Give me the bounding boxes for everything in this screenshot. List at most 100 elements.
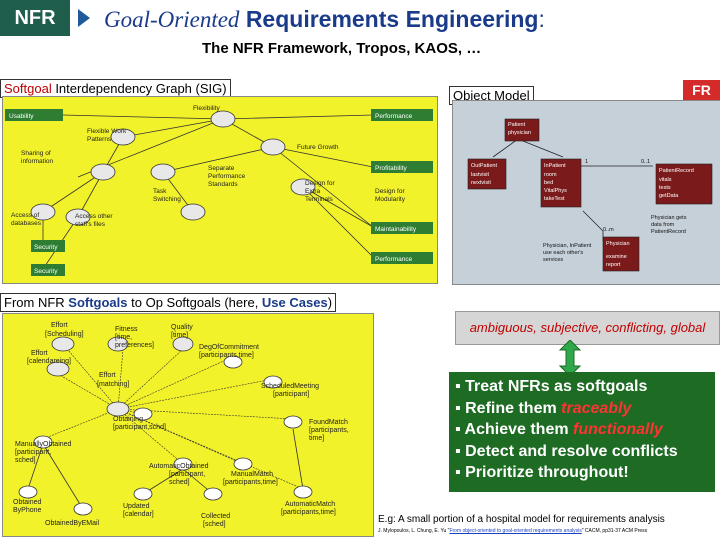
- sig-node-sharing: Sharing of: [21, 150, 51, 157]
- om-attr-report: report: [606, 262, 621, 268]
- sig-node-design-extra-3: Terminals: [305, 196, 334, 203]
- footnote: E.g: A small portion of a hospital model…: [378, 514, 665, 525]
- uc-node-manmatch-2: [participants,time]: [223, 479, 278, 486]
- uc-node-collected-1: Collected: [201, 513, 230, 520]
- bullet-icon: ▪: [455, 378, 461, 395]
- nfr-badge: NFR: [0, 0, 70, 36]
- om-note2-l1: Physician, InPatient: [543, 243, 592, 249]
- om-attr-physician: physician: [508, 130, 531, 136]
- uc-node-effort-match-1: Effort: [99, 372, 116, 379]
- sig-node-separate: Separate: [208, 165, 235, 172]
- uc-node-manmatch-1: ManualMatch: [231, 471, 273, 478]
- sig-node-performance-std: Performance: [208, 173, 246, 180]
- om-note1-l3: PatientRecord: [651, 229, 686, 235]
- om-attr-examine: examine: [606, 254, 627, 260]
- om-attr-vitalphys: VitalPhys: [544, 188, 567, 194]
- page-subtitle: The NFR Framework, Tropos, KAOS, …: [202, 40, 482, 57]
- sig-svg: Usability Performance Profitability Main…: [5, 105, 433, 276]
- uc-node-foundmatch-3: time]: [309, 435, 324, 442]
- usecase-label-e: ): [327, 295, 333, 310]
- bullet-icon: ▪: [455, 464, 461, 481]
- sig-node-standards: Standards: [208, 181, 238, 188]
- sig-label-rest: Interdependency Graph (SIG): [51, 81, 227, 96]
- uc-node-obtaining-1: Obtaining: [113, 416, 143, 423]
- sig-node-future-growth: Future Growth: [297, 144, 339, 151]
- uc-node-schedmeet-2: [participant]: [273, 391, 309, 398]
- om-mult-0m: 0..m: [603, 227, 614, 233]
- om-class-inpatient: InPatient: [544, 163, 566, 169]
- sig-node-task: Task: [153, 188, 167, 195]
- usecase-label-c: to Op Softgoals (here,: [127, 295, 262, 310]
- uc-node-effort-sched-1: Effort: [51, 322, 68, 329]
- om-attr-nextvisit: nextvisit: [471, 180, 491, 186]
- sig-node-flexible-work: Flexible Work: [87, 128, 127, 135]
- object-model-svg: Patient physician OutPatient lastvisit n…: [467, 118, 713, 272]
- sig-node-patterns: Patterns: [87, 136, 112, 143]
- fr-badge: FR: [683, 80, 720, 100]
- page-title: Goal-Oriented Requirements Engineering:: [104, 6, 545, 33]
- uc-node-byphone-2: ByPhone: [13, 507, 42, 514]
- sig-node-design-extra-2: Extra: [305, 188, 321, 195]
- om-attr-vitals: vitals: [659, 177, 672, 183]
- uc-node-automatch-1: AutomaticMatch: [285, 501, 335, 508]
- usecase-label: From NFR Softgoals to Op Softgoals (here…: [0, 293, 337, 312]
- uc-node-effort-cal-1: Effort: [31, 350, 48, 357]
- sig-label: Softgoal Interdependency Graph (SIG): [0, 79, 231, 98]
- uc-node-foundmatch-1: FoundMatch: [309, 419, 348, 426]
- uc-node-foundmatch-2: [participants,: [309, 427, 349, 434]
- title-colon: :: [538, 6, 545, 32]
- usecase-diagram: Effort [Scheduling] Fitness [time, prefe…: [2, 313, 374, 537]
- uc-node-updated-2: [calendar]: [123, 511, 154, 518]
- bullet-icon: ▪: [455, 442, 461, 460]
- sig-node-access-db-2: databases: [11, 220, 42, 227]
- sig-node-security: Security: [34, 244, 58, 251]
- om-note1-l1: Physician gets: [651, 215, 687, 221]
- uc-node-quality-1: Quality: [171, 324, 193, 331]
- om-class-patientrecord: PatientRecord: [659, 168, 694, 174]
- om-attr-tests: tests: [659, 185, 671, 191]
- sig-node-security-2: Security: [34, 268, 58, 275]
- usecase-svg: Effort [Scheduling] Fitness [time, prefe…: [13, 322, 349, 528]
- uc-node-quality-2: [time]: [171, 332, 188, 339]
- title-bold: Requirements Engineering: [245, 6, 539, 32]
- sig-node-usability: Usability: [9, 113, 34, 120]
- om-attr-lastvisit: lastvisit: [471, 172, 490, 178]
- uc-node-fitness-3: preferences]: [115, 342, 154, 349]
- om-attr-room: room: [544, 172, 557, 178]
- uc-node-manobt-2: [participant,: [15, 449, 51, 456]
- uc-node-obtaining-2: [participant,schd]: [113, 424, 166, 431]
- uc-node-manobt-1: ManuallyObtained: [15, 441, 72, 448]
- bullet-icon: ▪: [455, 421, 461, 438]
- highlight-traceably: traceably: [561, 399, 632, 417]
- uc-node-autoobt-3: sched]: [169, 479, 190, 486]
- usecase-label-a: From NFR: [4, 295, 69, 310]
- uc-node-effort-match-2: [matching]: [97, 381, 129, 388]
- om-attr-getdata: getData: [659, 193, 679, 199]
- sig-node-access-other-1: Access other: [75, 213, 113, 220]
- list-item: ▪ Detect and resolve conflicts: [455, 442, 678, 460]
- sig-node-flexibility: Flexibility: [193, 105, 220, 112]
- uc-node-updated-1: Updated: [123, 503, 150, 510]
- list-item: ▪ Refine them traceably: [455, 399, 632, 417]
- citation-link[interactable]: From object-oriented to goal-oriented re…: [449, 528, 582, 534]
- uc-node-collected-2: [sched]: [203, 521, 226, 528]
- sig-diagram: Usability Performance Profitability Main…: [2, 96, 438, 284]
- uc-node-manobt-3: sched]: [15, 457, 36, 464]
- uc-node-fitness-2: [time,: [115, 334, 132, 341]
- usecase-label-d: Use Cases: [261, 295, 328, 310]
- om-note2-l2: use each other's: [543, 250, 583, 256]
- uc-node-fitness-1: Fitness: [115, 326, 138, 333]
- sig-node-performance: Performance: [375, 113, 413, 120]
- principles-list: ▪ Treat NFRs as softgoals ▪ Refine them …: [449, 372, 715, 492]
- sig-node-design-mod-1: Design for: [375, 188, 405, 195]
- sig-node-switching: Switching: [153, 196, 181, 203]
- sig-node-information: information: [21, 158, 54, 165]
- uc-node-degcommit-2: [participants,time]: [199, 352, 254, 359]
- usecase-label-b: Softgoals: [68, 295, 128, 310]
- uc-node-effort-sched-2: [Scheduling]: [45, 331, 84, 338]
- sig-node-performance-2: Performance: [375, 256, 413, 263]
- sig-node-design-extra-1: Design for: [305, 180, 335, 187]
- list-item: ▪ Treat NFRs as softgoals: [455, 378, 648, 395]
- sig-label-prefix: Softgoal: [4, 81, 52, 96]
- uc-node-byphone-1: Obtained: [13, 499, 42, 506]
